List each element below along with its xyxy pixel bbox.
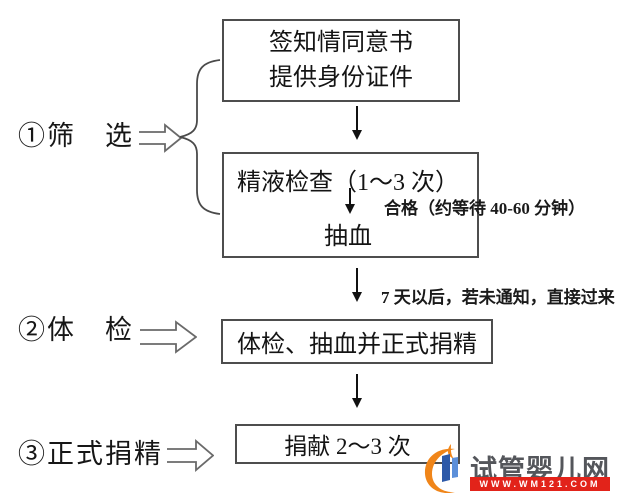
watermark-site-url: WWW.WM121.COM [470, 477, 610, 491]
annotation-seven-days: 7 天以后，若未通知，直接过来 [381, 288, 615, 307]
down-arrow-icon [352, 374, 362, 408]
step-label-formal-donation: ③正式捐精 [18, 439, 163, 469]
flow-box-physical-exam: 体检、抽血并正式捐精 [221, 319, 493, 364]
donation-label: 捐献 2～3 次 [284, 434, 411, 459]
down-arrow-icon [352, 106, 362, 140]
semen-test-line1: 精液检查（1～3 次） [237, 170, 459, 196]
step-label-physical-exam: ②体 检 [18, 315, 134, 345]
physical-exam-label: 体检、抽血并正式捐精 [237, 332, 477, 358]
left-curly-brace-icon [179, 59, 221, 215]
semen-test-line2: 抽血 [324, 224, 372, 250]
flow-box-donation: 捐献 2～3 次 [235, 424, 460, 464]
down-arrow-icon [352, 268, 362, 302]
consent-line1: 签知情同意书 [269, 29, 413, 56]
block-right-arrow-icon [139, 123, 182, 153]
step-label-screening: ①筛 选 [18, 121, 134, 151]
annotation-qualified: 合格（约等待 40-60 分钟） [384, 199, 586, 218]
block-right-arrow-icon [167, 439, 214, 472]
flow-box-semen-test: 精液检查（1～3 次） 抽血 [222, 152, 479, 258]
flow-box-consent: 签知情同意书 提供身份证件 [222, 19, 460, 102]
block-right-arrow-icon [140, 320, 197, 354]
down-arrow-icon [345, 188, 355, 214]
consent-line2: 提供身份证件 [269, 64, 413, 91]
site-logo-icon [424, 444, 458, 494]
